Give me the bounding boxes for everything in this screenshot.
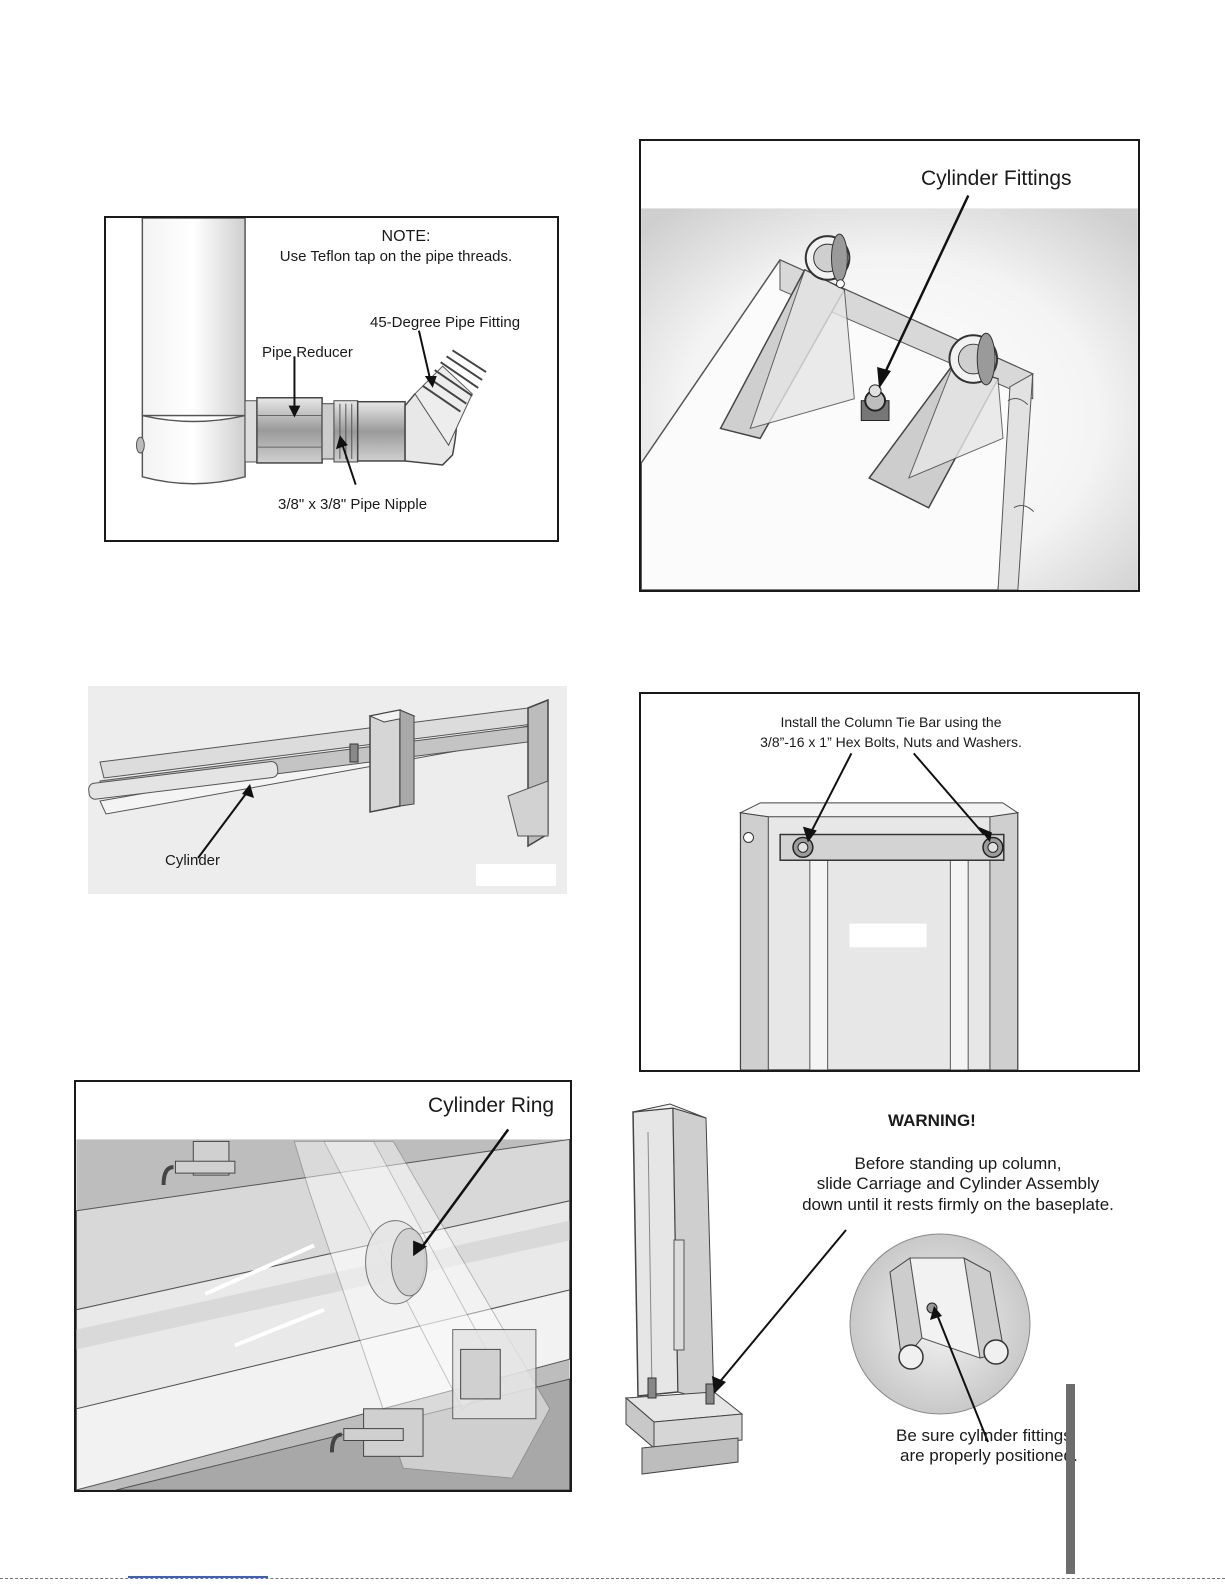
tie-bar-illustration [738, 752, 1019, 1070]
pipe-fittings-illustration [135, 218, 487, 485]
figure-tie-bar: Install the Column Tie Bar using the 3/8… [639, 692, 1140, 1072]
warning-line1: Before standing up column, [854, 1154, 1062, 1173]
figure-cylinder-ring: Cylinder Ring [74, 1080, 572, 1492]
warning-line2: slide Carriage and Cylinder Assembly [816, 1174, 1100, 1193]
label-cylinder: Cylinder [165, 852, 221, 869]
figure-warning: WARNING! Before standing up column, slid… [618, 1102, 1158, 1477]
tie-bar-instruction-line1: Install the Column Tie Bar using the [780, 714, 1002, 730]
warning-line3: down until it rests firmly on the basepl… [802, 1195, 1114, 1214]
cylinder-ring-illustration [76, 1093, 570, 1490]
note-title: NOTE: [381, 228, 431, 245]
label-45-degree-fitting: 45-Degree Pipe Fitting [370, 314, 521, 331]
label-pipe-nipple: 3/8" x 3/8" Pipe Nipple [278, 496, 428, 513]
note-text: Use Teflon tap on the pipe threads. [279, 248, 513, 265]
bottom-link-underline [128, 1576, 268, 1578]
figure-pipe-fittings: NOTE: Use Teflon tap on the pipe threads… [104, 216, 559, 542]
label-cylinder-fittings: Cylinder Fittings [921, 167, 1072, 190]
label-pipe-reducer: Pipe Reducer [262, 344, 353, 361]
fittings-note-line1: Be sure cylinder fittings [896, 1426, 1072, 1445]
bottom-dashed-rule [0, 1578, 1225, 1579]
tie-bar-instruction-line2: 3/8”-16 x 1” Hex Bolts, Nuts and Washers… [760, 734, 1022, 750]
page-edge-tab [1066, 1384, 1075, 1574]
cylinder-illustration [88, 698, 556, 886]
warning-illustration [624, 1103, 1031, 1475]
figure-cylinder-fittings: Cylinder Fittings [639, 139, 1140, 592]
label-cylinder-ring: Cylinder Ring [428, 1094, 555, 1117]
fittings-note-line2: are properly positioned. [900, 1446, 1078, 1465]
warning-title: WARNING! [888, 1111, 976, 1130]
figure-cylinder: Cylinder [88, 686, 567, 894]
cylinder-fittings-illustration [641, 194, 1138, 590]
